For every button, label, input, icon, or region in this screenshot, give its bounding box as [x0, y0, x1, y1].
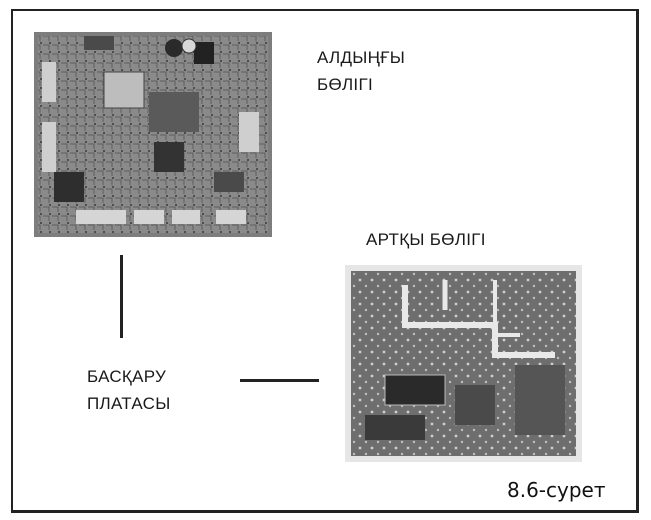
- figure-caption: 8.6-сурет: [507, 478, 606, 502]
- front-label-line-2: БӨЛІГІ: [317, 71, 405, 98]
- control-board-label: БАСҚАРУ ПЛАТАСЫ: [87, 363, 171, 417]
- front-pcb-image: [34, 32, 272, 237]
- connector-line-to-front: [120, 255, 123, 338]
- front-side-label: АЛДЫҢҒЫ БӨЛІГІ: [317, 44, 405, 98]
- back-side-label: АРТҚЫ БӨЛІГІ: [366, 226, 486, 253]
- back-pcb-image: [345, 265, 582, 462]
- front-label-line-1: АЛДЫҢҒЫ: [317, 44, 405, 71]
- control-board-label-line-1: БАСҚАРУ: [87, 363, 171, 390]
- connector-line-to-back: [240, 379, 319, 382]
- control-board-label-line-2: ПЛАТАСЫ: [87, 390, 171, 417]
